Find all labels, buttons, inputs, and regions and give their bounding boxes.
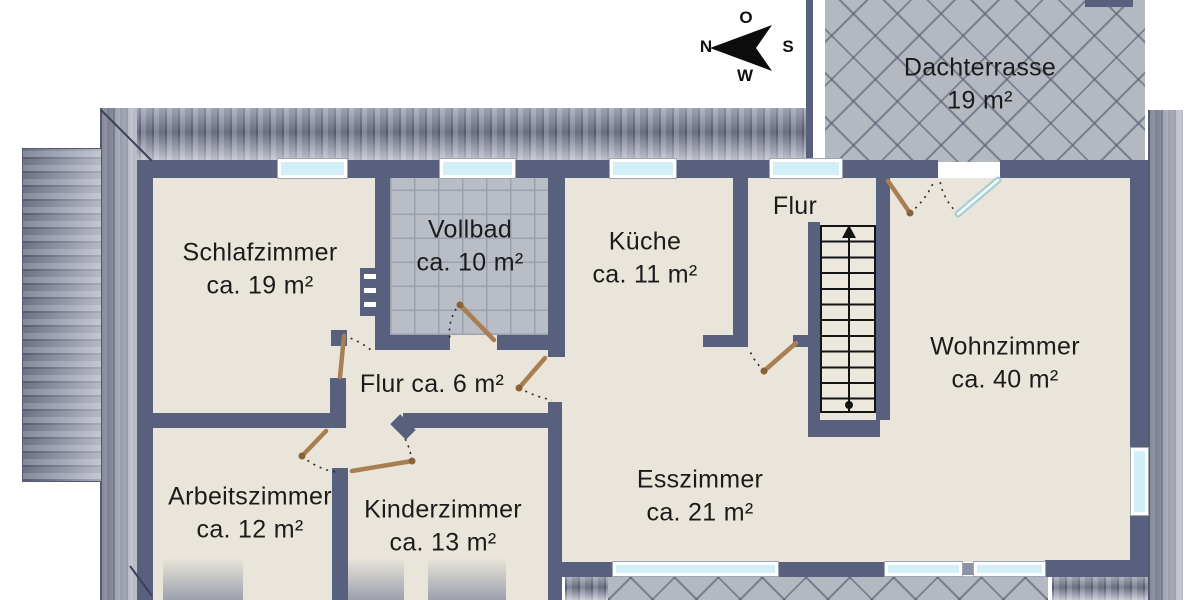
roof-band-top [100,108,806,162]
room-name: Flur ca. 6 m² [359,369,505,398]
wall-stair-left [808,222,820,437]
balcony-tiles [608,576,1048,600]
bottom-cutoff-fade [428,558,506,600]
wall-bath-south-left [375,335,450,350]
room-area: ca. 21 m² [646,498,754,526]
wall-bottom-pier [962,563,974,575]
wall-top-5 [842,160,938,178]
terrace-wall-left [806,0,813,162]
bottom-cutoff-fade [163,558,243,600]
room-area: ca. 13 m² [389,528,497,556]
room-label-kueche: Küche ca. 11 m² [592,226,697,291]
terrace-tiles [825,0,1145,162]
wall-top-4 [676,160,770,178]
window-living-east [1131,448,1148,515]
wall-hall-south [403,413,548,428]
room-name: Vollbad [427,215,513,244]
window-bedroom [278,159,347,178]
compass-rose: O N S W [690,5,805,90]
room-area: ca. 12 m² [196,515,304,543]
room-area: ca. 10 m² [416,248,524,276]
compass-south: S [782,37,794,56]
wall-top-2 [347,160,440,178]
wall-bed-south [137,413,330,428]
room-name: Arbeitszimmer [168,482,332,511]
wall-top-6 [1000,160,1133,178]
room-name: Kinderzimmer [364,495,522,524]
window-dining-south [613,562,778,576]
room-label-vollbad: Vollbad ca. 10 m² [417,214,524,279]
room-label-wohnzimmer: Wohnzimmer ca. 40 m² [930,331,1080,396]
compass-north: N [699,37,713,56]
wall-hall-jamb [331,330,347,346]
room-area: ca. 11 m² [592,260,698,288]
room-name: Wohnzimmer [930,332,1080,361]
staircase [820,225,876,413]
window-bath [440,159,515,178]
wall-dining-west [548,402,562,600]
room-name: Dachterrasse [903,53,1057,82]
window-living-south-1 [885,562,962,576]
wall-bath-kitchen [548,178,565,357]
room-name: Flur [772,191,818,220]
bottom-cutoff-fade [348,558,404,600]
wall-left-outer [137,160,153,600]
roof-bumpout-left [22,148,102,482]
wall-bottom-2 [778,562,885,577]
wall-hall-stub [330,378,346,428]
room-area: ca. 19 m² [206,271,314,299]
room-name: Küche [608,227,682,256]
wall-stair-bottom [808,420,880,437]
terrace-wall-top-right [1085,0,1133,7]
wall-top-3 [515,160,610,178]
wall-bottom-3 [1045,560,1148,577]
room-area: ca. 40 m² [951,365,1059,393]
window-living-south-2 [974,562,1045,576]
wall-bottom-1 [548,562,613,577]
room-label-schlafzimmer: Schlafzimmer ca. 19 m² [182,237,337,302]
compass-needle-icon [710,25,772,71]
room-label-esszimmer: Esszimmer ca. 21 m² [637,464,763,529]
wall-stair-right [876,178,890,420]
room-area: 19 m² [947,86,1013,114]
wall-office-child [332,468,348,600]
room-label-flur-top: Flur [773,190,817,223]
compass-west: W [736,66,754,85]
wall-top-1 [137,160,278,178]
wall-bed-bath [375,178,390,350]
wall-kitchen-east [733,178,748,347]
radiator-icon [360,268,380,316]
stair-direction-line [848,227,850,411]
window-kitchen [610,159,676,178]
room-label-arbeitszimmer: Arbeitszimmer ca. 12 m² [168,481,332,546]
stair-start-dot-icon [845,401,853,409]
stair-up-arrow-icon [842,225,856,238]
floor-main [153,178,1133,562]
window-hall [770,159,842,178]
wall-bath-south-right [497,335,562,350]
room-label-flur-mitte: Flur ca. 6 m² [360,368,504,401]
roof-strip-right [1148,110,1183,600]
roof-corner-bottom-right [1052,577,1148,600]
wall-right-upper [1130,160,1148,448]
room-name: Schlafzimmer [182,238,338,267]
roof-strip-left [100,108,137,600]
roof-piece-bottom-center [565,577,608,600]
room-name: Esszimmer [636,465,764,494]
wall-kitchen-stub [703,335,733,347]
room-label-kinderzimmer: Kinderzimmer ca. 13 m² [364,494,522,559]
compass-east: O [739,8,753,27]
room-label-dachterrasse: Dachterrasse 19 m² [904,52,1056,117]
